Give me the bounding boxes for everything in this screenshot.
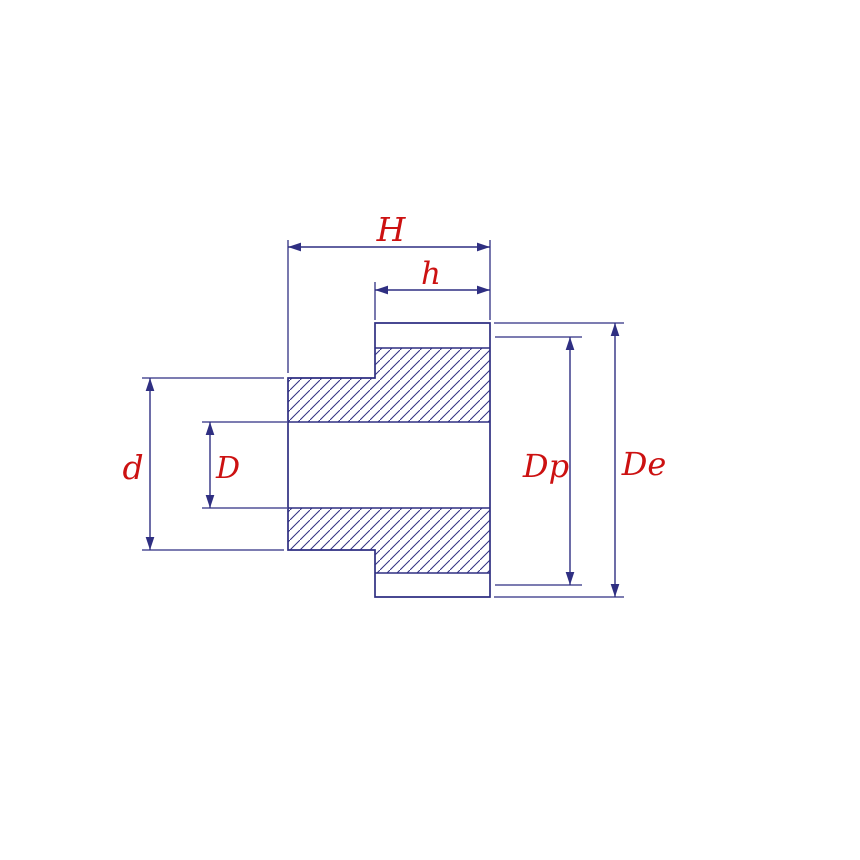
label-D: D xyxy=(215,451,240,486)
dimension-D: D xyxy=(202,421,287,509)
hatch-region-lower xyxy=(288,508,490,573)
dimension-d: d xyxy=(122,377,284,551)
part-outline xyxy=(287,322,491,598)
dimension-h: h xyxy=(374,256,490,320)
label-H: H xyxy=(376,210,407,249)
dimension-Dp: Dp xyxy=(495,336,582,586)
dimension-De: De xyxy=(494,322,667,598)
label-De: De xyxy=(621,445,667,483)
label-Dp: Dp xyxy=(522,447,569,485)
dimension-H: H xyxy=(287,210,491,373)
gear-cross-section xyxy=(287,322,491,598)
hatch-region-upper xyxy=(288,348,490,422)
label-h: h xyxy=(421,256,441,292)
label-d: d xyxy=(122,448,143,487)
